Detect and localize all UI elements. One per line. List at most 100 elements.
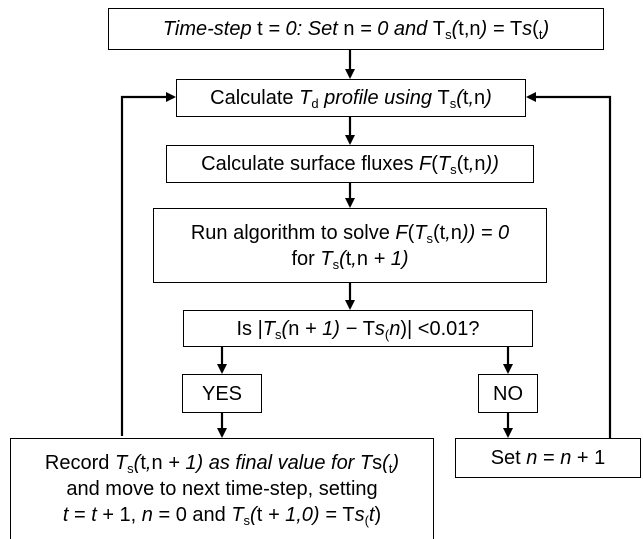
text-part: ,: [463, 18, 470, 40]
text-part: s: [445, 27, 452, 42]
text-part: s: [449, 96, 457, 111]
solve-box: Run algorithm to solve F(Ts(t,n)) = 0 fo…: [153, 208, 547, 283]
text-part: + 1,0) =: [262, 504, 343, 526]
text-part: ) =: [480, 18, 510, 40]
text-part: profile using: [318, 87, 438, 109]
text-part: (: [432, 221, 440, 244]
text-part: T: [231, 504, 244, 526]
text-part: T: [359, 452, 373, 474]
no-label: NO: [493, 382, 523, 405]
decision-text: Is |Ts(n + 1) − Ts(n)| <0.01?: [236, 316, 479, 342]
text-part: T: [362, 317, 375, 340]
decision-box: Is |Ts(n + 1) − Ts(n)| <0.01?: [183, 310, 533, 347]
text-part: s: [372, 452, 383, 474]
text-part: )): [485, 153, 499, 175]
text-part: n: [474, 153, 486, 175]
text-part: (: [456, 87, 463, 109]
text-part: n: [389, 317, 401, 340]
calc-profile-text: Calculate Td profile using Ts(t,n): [210, 85, 492, 111]
text-part: n: [288, 317, 300, 340]
text-part: + 1: [571, 447, 606, 469]
text-part: t: [462, 87, 469, 109]
text-part: (: [384, 326, 390, 342]
text-part: t: [458, 18, 464, 40]
text-part: n: [356, 247, 368, 270]
text-part: s: [374, 317, 385, 340]
text-part: t: [439, 221, 446, 244]
set-n-text: Set n = n + 1: [491, 445, 606, 471]
text-part: ): [392, 452, 400, 474]
text-part: (: [431, 153, 438, 175]
text-part: (: [133, 452, 141, 474]
text-part: =: [68, 504, 92, 526]
calc-fluxes-text: Calculate surface fluxes F(Ts(t,n)): [201, 151, 499, 177]
text-part: s: [450, 162, 457, 177]
text-part: = 0 and: [354, 18, 433, 40]
text-part: t: [257, 18, 263, 40]
text-part: ,: [145, 452, 152, 474]
text-part: ,: [468, 153, 475, 175]
text-part: Set: [490, 447, 527, 469]
text-part: Time-step: [162, 18, 258, 40]
text-part: t: [538, 27, 543, 42]
text-part: t: [388, 461, 393, 476]
text-part: = 0 and: [152, 504, 232, 526]
text-part: s: [354, 504, 365, 526]
text-part: ): [485, 87, 492, 109]
text-part: F: [395, 221, 408, 244]
text-part: (: [456, 153, 464, 175]
record-text-line2: and move to next time-step, setting: [66, 476, 377, 502]
text-part: n: [141, 504, 153, 526]
text-part: s: [127, 461, 134, 476]
text-part: s: [426, 230, 433, 246]
text-part: (: [532, 18, 539, 40]
text-part: n: [151, 452, 163, 474]
calc-fluxes-box: Calculate surface fluxes F(Ts(t,n)): [166, 145, 534, 183]
text-part: t: [368, 504, 375, 526]
text-part: ,: [445, 221, 451, 244]
text-part: d: [311, 96, 319, 111]
text-part: + 1) as final value for: [162, 452, 360, 474]
text-part: s: [275, 326, 282, 342]
text-part: T: [414, 221, 427, 244]
text-part: T: [437, 87, 450, 109]
text-part: (: [339, 247, 346, 270]
text-part: t: [256, 504, 263, 526]
text-part: t: [91, 504, 97, 526]
text-part: (: [281, 317, 289, 340]
solve-text-line2: for Ts(t,n + 1): [291, 246, 408, 272]
text-part: (: [364, 513, 369, 528]
text-part: T: [114, 452, 128, 474]
text-part: = 0: Set: [262, 18, 344, 40]
text-part: and move to next time-step, setting: [66, 478, 378, 500]
init-text: Time-step t = 0: Set n = 0 and Ts(t,n) =…: [163, 16, 549, 42]
text-part: t: [463, 153, 469, 175]
text-part: for: [291, 247, 321, 270]
no-box: NO: [478, 374, 538, 413]
text-part: Is |: [236, 317, 263, 340]
record-box: Record Ts(t,n + 1) as final value for Ts…: [10, 438, 434, 539]
text-part: + 1,: [96, 504, 142, 526]
text-part: ): [374, 504, 382, 526]
text-part: t: [140, 452, 146, 474]
calc-profile-box: Calculate Td profile using Ts(t,n): [176, 79, 526, 117]
text-part: Calculate: [210, 87, 300, 109]
solve-text-line1: Run algorithm to solve F(Ts(t,n)) = 0: [191, 220, 509, 246]
text-part: T: [299, 87, 312, 109]
text-part: n: [343, 18, 355, 40]
record-text-line1: Record Ts(t,n + 1) as final value for Ts…: [45, 450, 399, 476]
set-n-box: Set n = n + 1: [455, 438, 641, 478]
text-part: =: [537, 447, 561, 469]
text-part: (: [407, 221, 415, 244]
text-part: )) = 0: [461, 221, 510, 244]
text-part: T: [342, 504, 355, 526]
text-part: s: [243, 513, 251, 528]
text-part: (: [451, 18, 459, 40]
text-part: n: [526, 447, 538, 469]
arrow-loop-right: [526, 92, 612, 438]
text-part: t: [62, 504, 69, 526]
init-box: Time-step t = 0: Set n = 0 and Ts(t,n) =…: [108, 8, 604, 50]
text-part: + 1): [367, 247, 409, 270]
